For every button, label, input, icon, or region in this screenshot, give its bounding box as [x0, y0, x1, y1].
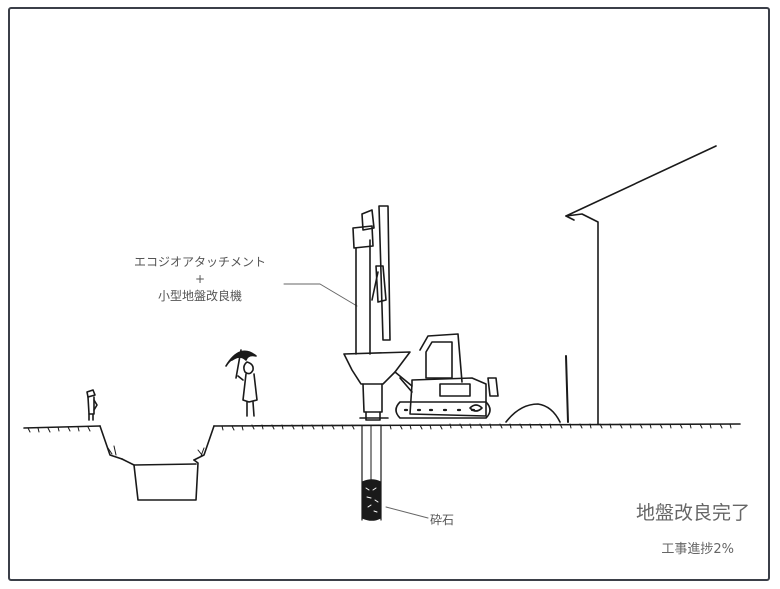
attachment-label: エコジオアタッチメント + 小型地盤改良機 [110, 254, 290, 305]
gravel-pile-column [361, 425, 382, 521]
survey-pole [565, 355, 569, 423]
attachment-label-line2: 小型地盤改良機 [157, 289, 242, 303]
gravel-label: 砕石 [430, 513, 455, 527]
soil-mound [505, 403, 561, 423]
soil-improvement-rig [343, 205, 499, 421]
progress-label: 工事進捗2% [661, 542, 734, 557]
house-outline [565, 145, 717, 425]
status-title: 地盤改良完了 [635, 502, 750, 524]
gravel-leader-line [385, 506, 429, 519]
ground-line [23, 423, 741, 433]
excavation-trench [99, 425, 215, 501]
survey-worker-figure [86, 389, 98, 421]
attachment-leader-line [283, 283, 358, 307]
attachment-label-plus: + [194, 272, 206, 286]
attachment-label-line1: エコジオアタッチメント [133, 255, 266, 269]
person-with-umbrella [225, 349, 258, 417]
